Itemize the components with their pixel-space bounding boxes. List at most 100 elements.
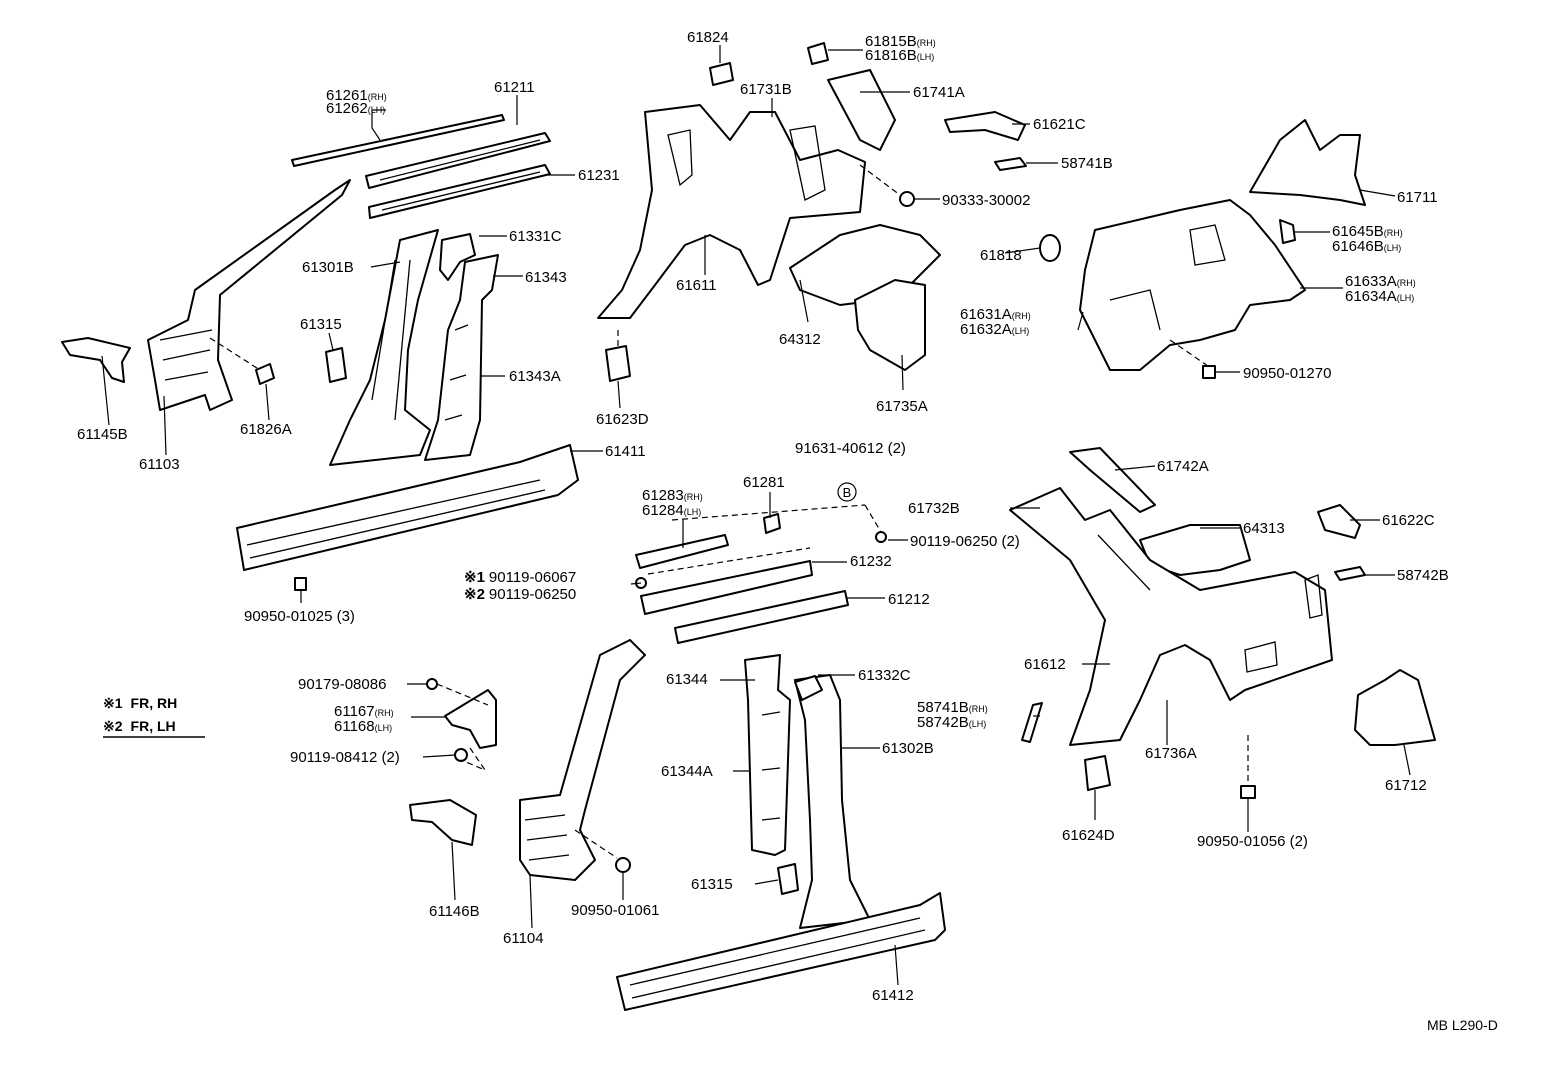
part-center-pillar-outer bbox=[329, 229, 439, 466]
part-front-pillar-lh bbox=[519, 639, 646, 881]
label-61211: 61211 bbox=[494, 79, 535, 96]
label-61631a: 61631A(RH) bbox=[960, 306, 1031, 323]
label-61146b: 61146B bbox=[429, 903, 480, 920]
part-patch-61315-lh bbox=[777, 863, 799, 895]
part-rail-61283 bbox=[635, 534, 729, 569]
label-61815b: 61815B(RH) bbox=[865, 33, 936, 50]
label-61735a: 61735A bbox=[876, 398, 928, 415]
label-61344a: 61344A bbox=[661, 763, 713, 780]
label-61711: 61711 bbox=[1397, 189, 1438, 206]
label-61633a: 61633A(RH) bbox=[1345, 273, 1416, 290]
label-61343a: 61343A bbox=[509, 368, 561, 385]
label-61624d: 61624D bbox=[1062, 827, 1115, 844]
label-61411: 61411 bbox=[605, 443, 646, 460]
label-61104: 61104 bbox=[503, 930, 544, 947]
part-wheelhouse bbox=[1079, 199, 1306, 371]
label-61816b: 61816B(LH) bbox=[865, 47, 934, 64]
label-58741b-upper: 58741B bbox=[1061, 155, 1113, 172]
part-plug-61818 bbox=[1039, 234, 1061, 262]
label-61103: 61103 bbox=[139, 456, 180, 473]
part-bracket-61331c bbox=[439, 233, 476, 281]
label-61168: 61168(LH) bbox=[334, 718, 392, 735]
label-58742b-lower: 58742B(LH) bbox=[917, 714, 986, 731]
label-61824: 61824 bbox=[687, 29, 729, 46]
label-61632a: 61632A(LH) bbox=[960, 321, 1029, 338]
part-quarter-inner bbox=[597, 104, 866, 319]
part-patch-61315 bbox=[325, 347, 347, 383]
label-61261: 61261(RH) bbox=[326, 87, 387, 104]
part-bracket-61146b bbox=[409, 799, 477, 846]
ref-circle-b: B bbox=[843, 485, 852, 500]
label-90950-01056: 90950-01056 (2) bbox=[1197, 833, 1308, 850]
part-rail-61212 bbox=[674, 590, 849, 644]
label-61167: 61167(RH) bbox=[334, 703, 394, 720]
part-pad-58742b-top bbox=[1334, 566, 1366, 581]
part-center-pillar-outer-lh bbox=[794, 674, 871, 929]
leader-lines bbox=[101, 45, 1411, 986]
part-rocker-61411 bbox=[236, 444, 579, 571]
part-bracket-61621c bbox=[944, 111, 1026, 141]
label-91631-40612: 91631-40612 (2) bbox=[795, 440, 906, 457]
label-61622c: 61622C bbox=[1382, 512, 1435, 529]
label-61145b: 61145B bbox=[77, 426, 128, 443]
label-61315-lower: 61315 bbox=[691, 876, 733, 893]
label-61331c: 61331C bbox=[509, 228, 562, 245]
part-plug-90950-01025 bbox=[294, 577, 307, 591]
svg-text:B: B bbox=[843, 485, 852, 500]
label-90950-01025: 90950-01025 (3) bbox=[244, 608, 355, 625]
label-90119-08412: 90119-08412 (2) bbox=[290, 749, 400, 766]
label-61281: 61281 bbox=[743, 474, 785, 491]
label-61315-upper: 61315 bbox=[300, 316, 342, 333]
label-61231: 61231 bbox=[578, 167, 620, 184]
label-61731b: 61731B bbox=[740, 81, 792, 98]
label-61741a: 61741A bbox=[913, 84, 965, 101]
label-64312: 64312 bbox=[779, 331, 821, 348]
label-90119-06250-2: 90119-06250 (2) bbox=[910, 533, 1020, 550]
part-patch-61815b bbox=[807, 42, 829, 65]
part-panel-61742a bbox=[1069, 447, 1156, 513]
part-quarter-outer bbox=[1009, 487, 1333, 746]
label-90950-01270: 90950-01270 bbox=[1243, 365, 1331, 382]
part-shapes bbox=[61, 42, 1436, 1011]
part-labels: 61261(RH) 61262(LH) 61211 61231 61331C 6… bbox=[77, 29, 1449, 1004]
label-61301b: 61301B bbox=[302, 259, 354, 276]
label-61732b: 61732B bbox=[908, 500, 960, 517]
part-bolt-90119-06250-2 bbox=[875, 531, 887, 543]
part-pad-58741b-top bbox=[994, 157, 1027, 171]
label-61712: 61712 bbox=[1385, 777, 1427, 794]
label-61623d: 61623D bbox=[596, 411, 649, 428]
label-61284: 61284(LH) bbox=[642, 502, 701, 519]
label-90333-30002: 90333-30002 bbox=[942, 192, 1030, 209]
part-grommet-90333 bbox=[899, 191, 915, 207]
part-bracket-61622c bbox=[1317, 504, 1361, 539]
label-61742a: 61742A bbox=[1157, 458, 1209, 475]
label-61621c: 61621C bbox=[1033, 116, 1086, 133]
part-center-pillar-reinf bbox=[424, 254, 499, 461]
label-61343: 61343 bbox=[525, 269, 567, 286]
label-61634a: 61634A(LH) bbox=[1345, 288, 1414, 305]
label-90950-01061: 90950-01061 bbox=[571, 902, 659, 919]
part-plug-90950-01270 bbox=[1202, 365, 1216, 379]
label-61232: 61232 bbox=[850, 553, 892, 570]
label-61332c: 61332C bbox=[858, 667, 911, 684]
part-roof-rail-strip bbox=[291, 114, 505, 167]
part-panel-61741a bbox=[827, 69, 896, 151]
label-61646b: 61646B(LH) bbox=[1332, 238, 1401, 255]
label-61736a: 61736A bbox=[1145, 745, 1197, 762]
part-rocker-61412 bbox=[616, 892, 946, 1011]
label-64313: 64313 bbox=[1243, 520, 1285, 537]
part-bolt-90179-08086 bbox=[426, 678, 438, 690]
label-61212: 61212 bbox=[888, 591, 930, 608]
label-61302b: 61302B bbox=[882, 740, 934, 757]
label-61412: 61412 bbox=[872, 987, 914, 1004]
label-61283: 61283(RH) bbox=[642, 487, 703, 504]
label-61645b: 61645B(RH) bbox=[1332, 223, 1403, 240]
label-61826a: 61826A bbox=[240, 421, 292, 438]
part-center-pillar-reinf-lh bbox=[744, 654, 791, 856]
part-extension-61735a bbox=[854, 279, 926, 371]
label-61611: 61611 bbox=[676, 277, 717, 294]
